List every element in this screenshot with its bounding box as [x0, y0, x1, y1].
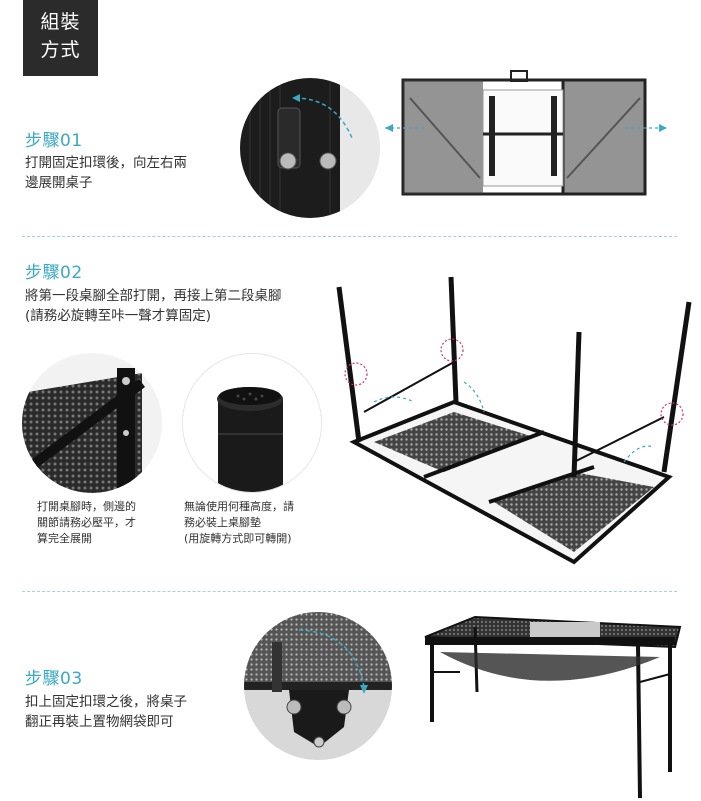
step-01-title: 步驟01: [25, 131, 83, 151]
step-02-desc: 將第一段桌腳全部打開，再接上第二段桌腳 (請務必旋轉至咔一聲才算固定): [25, 288, 282, 324]
step-03-desc: 扣上固定扣環之後，將桌子 翻正再裝上置物網袋即可: [25, 694, 187, 730]
divider-1: [22, 236, 677, 237]
step-03-clasp-closeup: [244, 612, 392, 760]
step-03-title: 步驟03: [25, 669, 83, 689]
note-joint: 打開桌腳時，側邊的 關節請務必壓平，才 算完全展開: [37, 500, 136, 545]
step-01-table-unfold-image: [385, 68, 675, 203]
step-02-joint-closeup: [22, 353, 162, 493]
step-02-title: 步驟02: [25, 263, 83, 283]
step-01-latch-closeup: [240, 78, 380, 218]
step-02-foot-pad-closeup: [182, 353, 322, 493]
divider-2: [22, 591, 677, 592]
step-02-table-legs-image: [334, 272, 694, 572]
note-foot-pad: 無論使用何種高度，請 務必裝上桌腳墊 (用旋轉方式即可轉開): [184, 500, 294, 545]
badge-line-2: 方式: [40, 39, 81, 61]
section-badge: 組裝 方式: [23, 0, 98, 76]
step-03-finished-table-image: [420, 612, 685, 800]
step-01-desc: 打開固定扣環後，向左右兩 邊展開桌子: [25, 155, 187, 191]
badge-line-1: 組裝: [40, 11, 81, 33]
